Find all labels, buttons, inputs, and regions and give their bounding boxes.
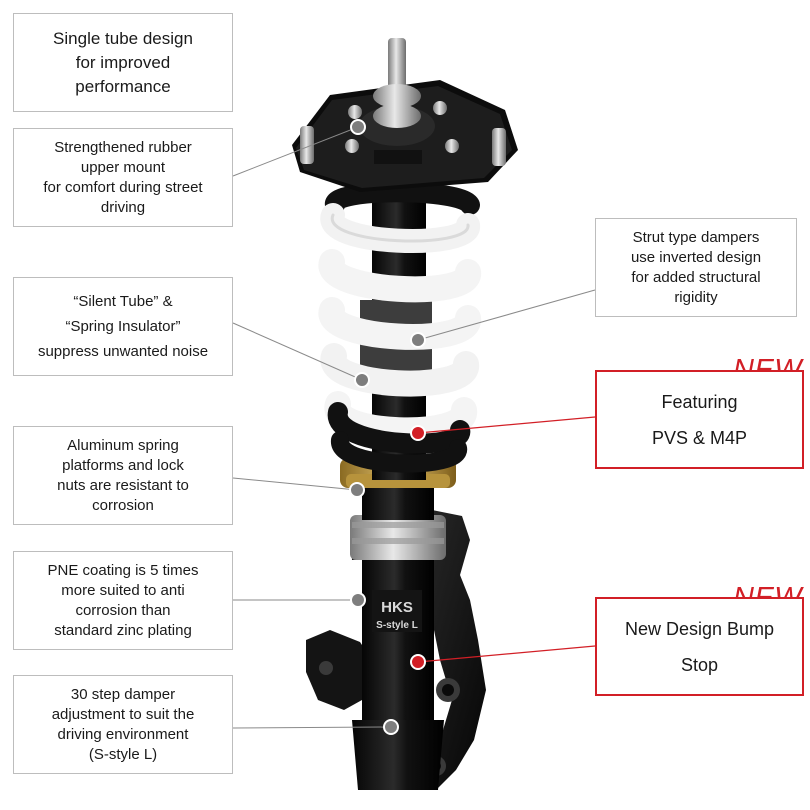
- callout-strut: Strut type dampers use inverted design f…: [595, 218, 797, 317]
- marker-dot-pne: [350, 592, 366, 608]
- marker-dot-bump-stop: [410, 654, 426, 670]
- callout-line: New Design Bump: [624, 618, 775, 639]
- callout-line: performance: [75, 76, 171, 96]
- callout-line: standard zinc plating: [54, 621, 192, 639]
- callout-aluminum: Aluminum spring platforms and lock nuts …: [13, 426, 233, 525]
- marker-dot-rubber-mount: [350, 119, 366, 135]
- marker-dot-pvs: [410, 425, 426, 441]
- hks-logo-text: HKS: [381, 599, 413, 616]
- marker-dot-damper-adjust: [383, 719, 399, 735]
- callout-line: adjustment to suit the: [51, 705, 195, 723]
- callout-line: use inverted design: [630, 248, 762, 266]
- red-leader-lines: [417, 416, 596, 663]
- callout-line: upper mount: [80, 158, 166, 176]
- callout-line: PNE coating is 5 times: [47, 561, 199, 579]
- callout-rubber-mount: Strengthened rubber upper mount for comf…: [13, 128, 233, 227]
- leader-lines: [232, 126, 596, 729]
- model-logo-text: S-style L: [376, 620, 418, 631]
- callout-pne: PNE coating is 5 times more suited to an…: [13, 551, 233, 650]
- callout-line: driving: [100, 198, 146, 216]
- callout-line: “Spring Insulator”: [65, 318, 181, 335]
- callout-line: platforms and lock: [62, 456, 184, 474]
- callout-line: Stop: [680, 654, 719, 675]
- callout-line: 30 step damper: [70, 685, 176, 703]
- callout-line: corrosion: [92, 496, 154, 514]
- callout-line: for improved: [75, 52, 171, 72]
- damper-body: HKS S-style L: [352, 555, 444, 790]
- callout-silent-tube: “Silent Tube” & “Spring Insulator” suppr…: [13, 277, 233, 376]
- callout-line: suppress unwanted noise: [37, 343, 209, 360]
- callout-line: Strengthened rubber: [54, 138, 192, 156]
- callout-line: (S-style L): [88, 745, 158, 763]
- marker-dots: [349, 119, 426, 735]
- callout-line: PVS & M4P: [651, 427, 748, 448]
- marker-dot-strut: [410, 332, 426, 348]
- callout-line: more suited to anti: [61, 581, 185, 599]
- callout-single-tube: Single tube design for improved performa…: [13, 13, 233, 112]
- callout-line: rigidity: [674, 288, 718, 306]
- callout-line: nuts are resistant to: [57, 476, 189, 494]
- marker-dot-silent-tube: [354, 372, 370, 388]
- callout-bump-stop: New Design Bump Stop: [595, 597, 804, 696]
- callout-line: for comfort during street: [43, 178, 203, 196]
- marker-dot-aluminum: [349, 482, 365, 498]
- callout-damper-adjust: 30 step damper adjustment to suit the dr…: [13, 675, 233, 774]
- callout-line: “Silent Tube” &: [73, 293, 173, 310]
- callout-line: Aluminum spring: [67, 436, 179, 454]
- callout-line: for added structural: [631, 268, 761, 286]
- callout-line: driving environment: [57, 725, 189, 743]
- callout-line: corrosion than: [75, 601, 171, 619]
- callout-line: Strut type dampers: [632, 228, 760, 246]
- callout-line: Single tube design: [53, 28, 193, 48]
- upper-mount: [292, 38, 518, 192]
- callout-pvs: Featuring PVS & M4P: [595, 370, 804, 469]
- coil-spring: [318, 182, 481, 473]
- callout-line: Featuring: [661, 391, 738, 412]
